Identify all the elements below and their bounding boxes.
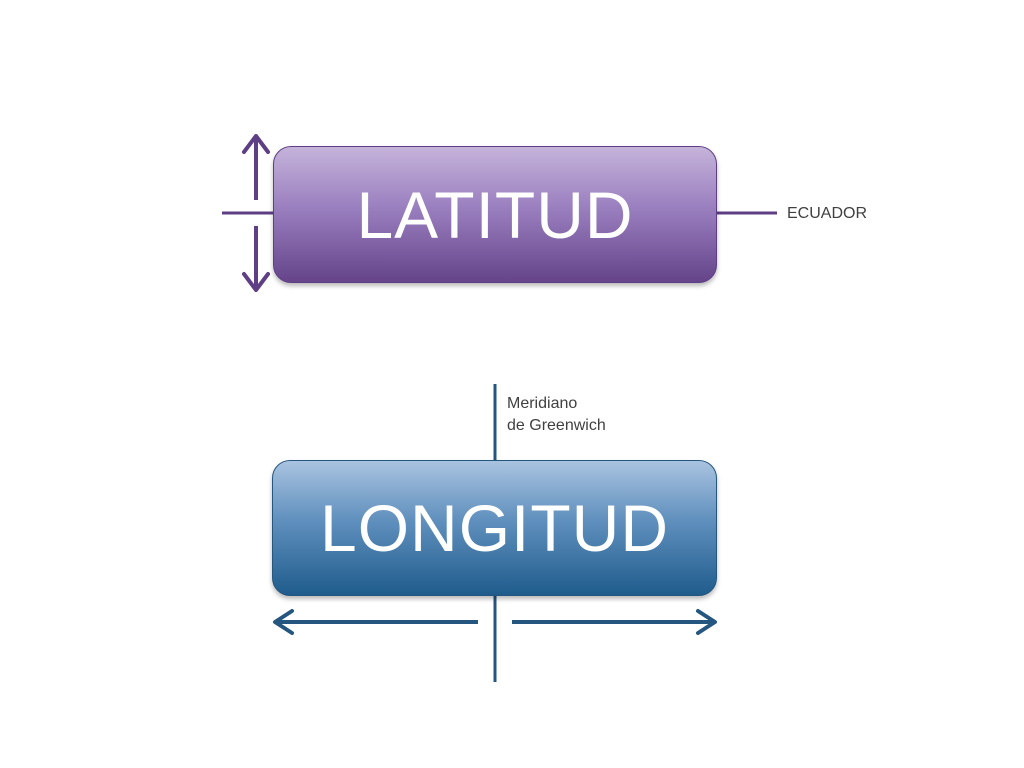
meridiano-label: Meridiano de Greenwich <box>507 393 606 437</box>
west-arrow <box>273 609 478 635</box>
latitud-title: LATITUD <box>356 177 634 252</box>
south-arrow <box>242 226 270 292</box>
north-arrow <box>242 134 270 200</box>
longitud-title: LONGITUD <box>319 491 670 565</box>
latitud-box: LATITUD <box>273 146 717 283</box>
ecuador-label: ECUADOR <box>787 205 868 222</box>
longitud-box: LONGITUD <box>272 460 717 596</box>
east-arrow <box>512 609 717 635</box>
meridiano-label-line2: de Greenwich <box>507 417 606 434</box>
meridiano-label-line1: Meridiano <box>507 395 578 412</box>
